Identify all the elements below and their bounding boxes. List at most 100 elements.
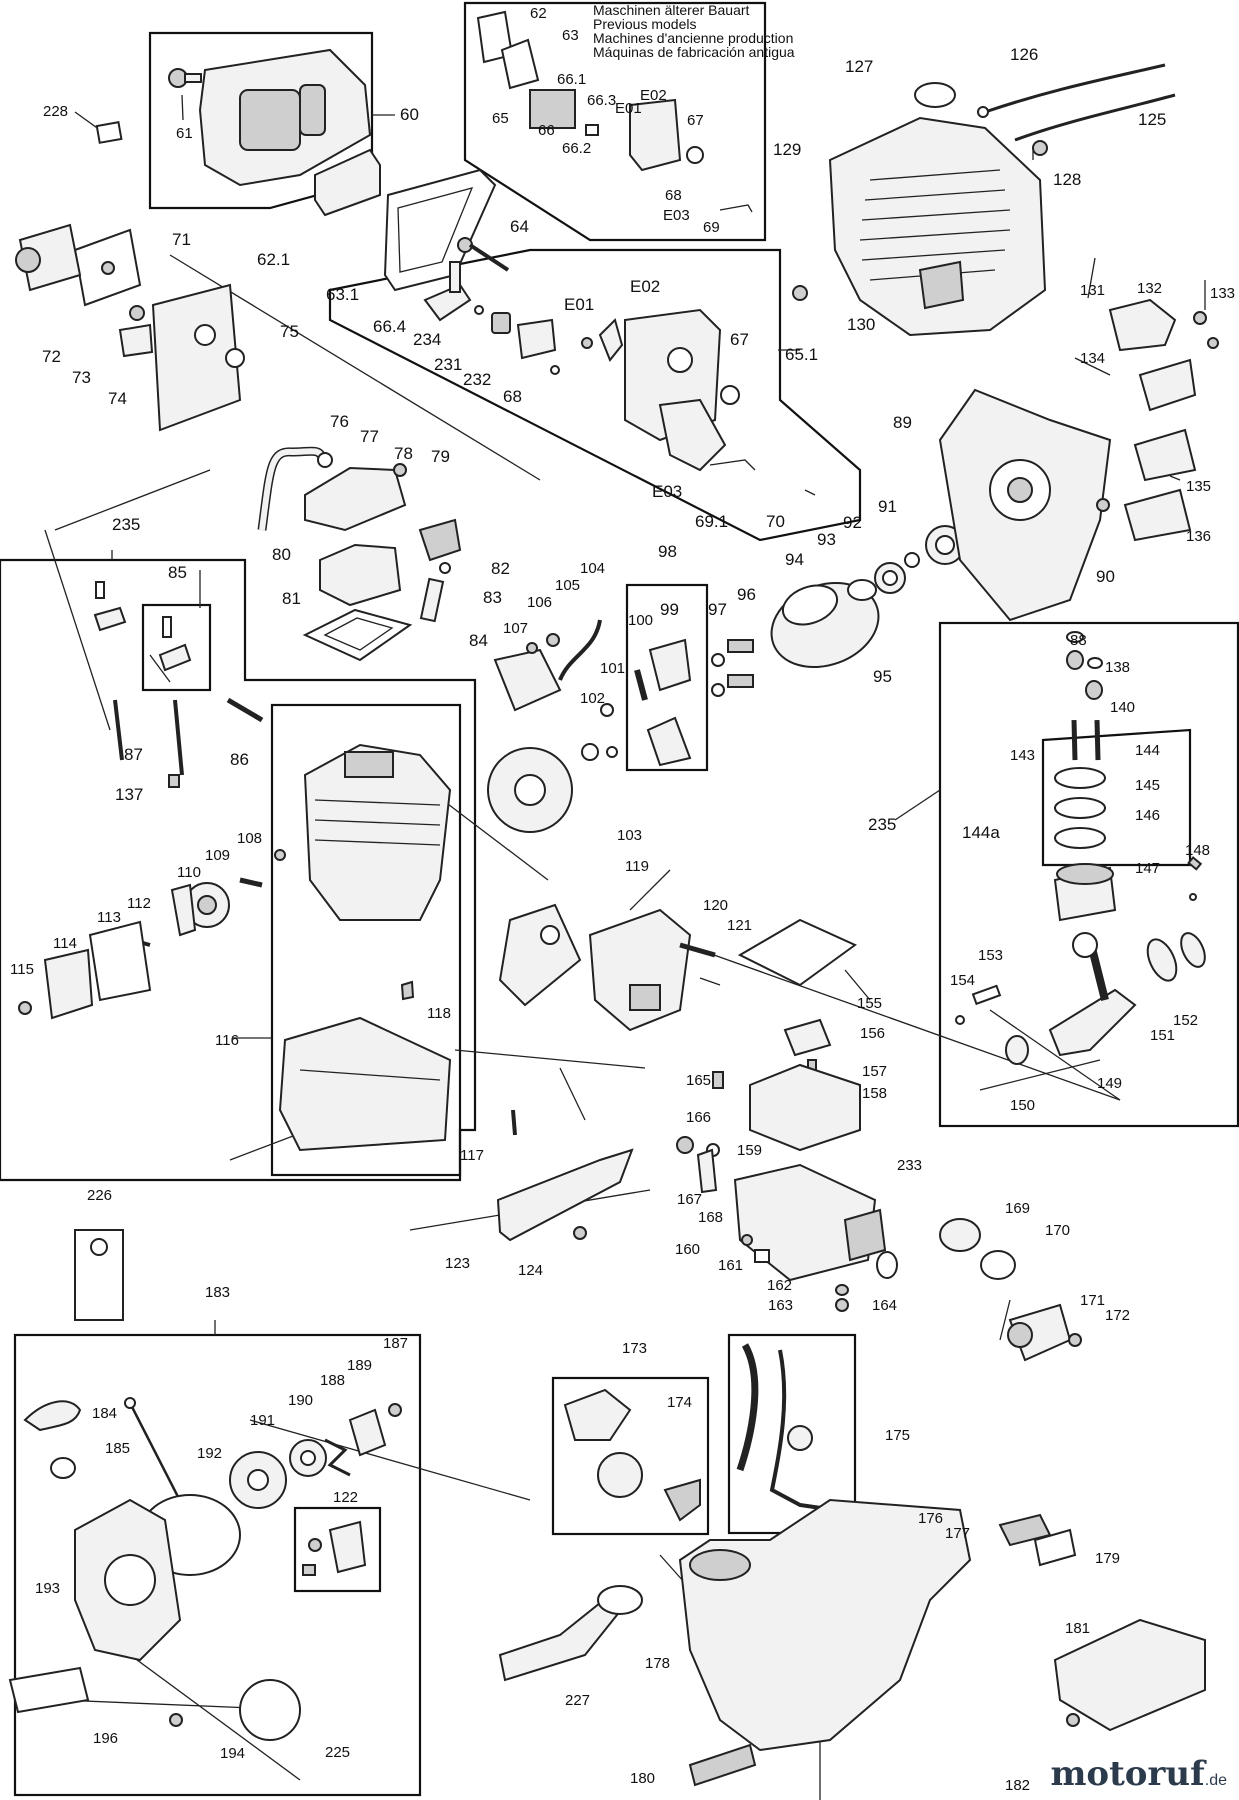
callout-130: 130 [847, 315, 875, 334]
callout-120: 120 [703, 897, 728, 914]
callout-131: 131 [1080, 282, 1105, 299]
callout-66-4: 66.4 [373, 317, 406, 336]
callout-235-left: 235 [112, 515, 140, 534]
box-part-173 [551, 1376, 710, 1536]
callout-134: 134 [1080, 350, 1105, 367]
callout-61: 61 [176, 125, 193, 142]
callout-66-1: 66.1 [557, 71, 586, 88]
callout-108: 108 [237, 830, 262, 847]
callout-228: 228 [43, 103, 68, 120]
callout-188: 188 [320, 1372, 345, 1389]
callout-129: 129 [773, 140, 801, 159]
callout-115: 115 [10, 961, 34, 978]
callout-100: 100 [628, 612, 653, 629]
callout-162: 162 [767, 1277, 792, 1294]
callout-99: 99 [660, 600, 679, 619]
callout-63-1: 63.1 [326, 285, 359, 304]
callout-118: 118 [427, 1005, 451, 1022]
legacy-note-line-2: Previous models [593, 16, 697, 32]
callout-62: 62 [530, 5, 547, 22]
callout-133: 133 [1210, 285, 1235, 302]
box-part-85 [141, 603, 212, 692]
callout-84: 84 [469, 631, 488, 650]
callout-168: 168 [698, 1209, 723, 1226]
callout-194: 194 [220, 1745, 245, 1762]
callout-97: 97 [708, 600, 727, 619]
callout-e01: E01 [564, 295, 594, 314]
part-shapes [8, 10, 1219, 1787]
callout-169: 169 [1005, 1200, 1030, 1217]
legacy-models-note: Maschinen älterer Bauart Previous models… [593, 2, 795, 60]
callout-80: 80 [272, 545, 291, 564]
callout-158: 158 [862, 1085, 887, 1102]
callout-179: 179 [1095, 1550, 1120, 1567]
legacy-note-line-4: Máquinas de fabricación antigua [593, 44, 795, 60]
callout-173: 173 [622, 1340, 647, 1357]
callout-174: 174 [667, 1394, 692, 1411]
callout-68-legacy: 68 [665, 187, 682, 204]
callout-e03-legacy: E03 [663, 207, 690, 224]
callout-e02: E02 [630, 277, 660, 296]
callout-86: 86 [230, 750, 249, 769]
callout-124: 124 [518, 1262, 543, 1279]
callout-164: 164 [872, 1297, 897, 1314]
callout-233: 233 [897, 1157, 922, 1174]
callout-145: 145 [1135, 777, 1160, 794]
callout-95: 95 [873, 667, 892, 686]
callout-79: 79 [431, 447, 450, 466]
callout-102: 102 [580, 690, 605, 707]
callout-73: 73 [72, 368, 91, 387]
callout-153: 153 [978, 947, 1003, 964]
callout-e03: E03 [652, 482, 682, 501]
callout-147: 147 [1135, 860, 1160, 877]
callout-185: 185 [105, 1440, 130, 1457]
callout-119: 119 [625, 858, 649, 875]
callout-144a: 144a [962, 823, 1000, 842]
callout-76: 76 [330, 412, 349, 431]
callout-67-legacy: 67 [687, 112, 704, 129]
callout-75: 75 [280, 322, 299, 341]
callout-77: 77 [360, 427, 379, 446]
callout-235-right: 235 [868, 815, 896, 834]
callout-106: 106 [527, 594, 552, 611]
callout-127: 127 [845, 57, 873, 76]
callout-72: 72 [42, 347, 61, 366]
callout-132: 132 [1137, 280, 1162, 297]
callout-85: 85 [168, 563, 187, 582]
callout-148: 148 [1185, 842, 1210, 859]
callout-122: 122 [333, 1489, 358, 1506]
callout-160: 160 [675, 1241, 700, 1258]
box-part-122 [293, 1506, 382, 1593]
callout-190: 190 [288, 1392, 313, 1409]
callout-193: 193 [35, 1580, 60, 1597]
callout-110: 110 [177, 864, 201, 881]
callout-165: 165 [686, 1072, 711, 1089]
callout-192: 192 [197, 1445, 222, 1462]
callout-107: 107 [503, 620, 528, 637]
callout-135: 135 [1186, 478, 1211, 495]
callout-81: 81 [282, 589, 301, 608]
callout-112: 112 [127, 895, 151, 912]
callout-71: 71 [172, 230, 191, 249]
callout-101: 101 [600, 660, 625, 677]
callout-159: 159 [737, 1142, 762, 1159]
callout-63: 63 [562, 27, 579, 44]
callout-155: 155 [857, 995, 882, 1012]
box-legacy-models [463, 1, 767, 242]
callout-66-3: 66.3 [587, 92, 616, 109]
callout-68: 68 [503, 387, 522, 406]
legacy-note-line-3: Machines d'ancienne production [593, 30, 793, 46]
callout-180: 180 [630, 1770, 655, 1787]
callout-91: 91 [878, 497, 897, 516]
callout-191: 191 [250, 1412, 275, 1429]
callout-94: 94 [785, 550, 804, 569]
callout-232: 232 [463, 370, 491, 389]
callout-171: 171 [1080, 1292, 1105, 1309]
callout-74: 74 [108, 389, 127, 408]
callout-117: 117 [460, 1147, 484, 1164]
callout-146: 146 [1135, 807, 1160, 824]
callout-116: 116 [215, 1032, 239, 1049]
callout-66: 66 [538, 122, 555, 139]
callout-177: 177 [945, 1525, 970, 1542]
